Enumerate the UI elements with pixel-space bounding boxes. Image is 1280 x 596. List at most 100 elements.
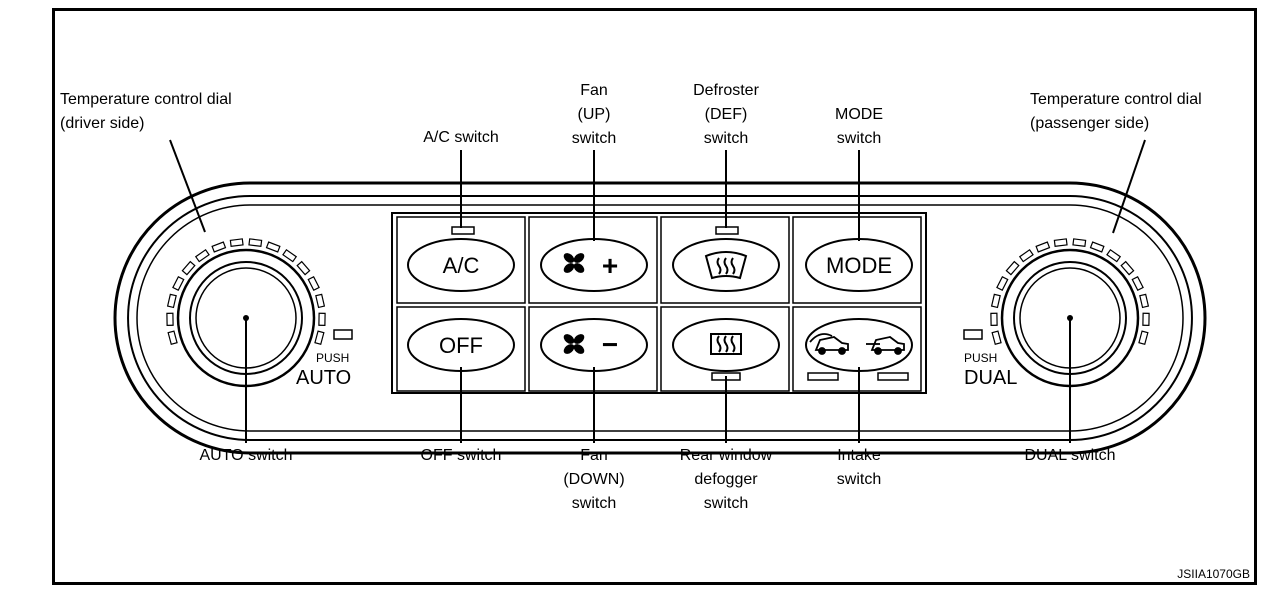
mode-button-label: MODE (826, 253, 892, 278)
fan-icon (563, 334, 585, 354)
scale-segment (991, 330, 1002, 346)
scale-segment (194, 248, 210, 263)
figure-frame (52, 8, 1257, 585)
scale-segment (990, 293, 1001, 309)
mode-button[interactable]: MODE (805, 238, 913, 292)
recirc-indicator (807, 372, 839, 381)
scale-segment (318, 312, 326, 326)
scale-segment (248, 238, 263, 247)
scale-segment (167, 330, 178, 346)
scale-segment (296, 260, 311, 276)
label-line: (driver side) (60, 115, 145, 132)
label-ac-switch: A/C switch (404, 126, 518, 150)
scale-segment (1089, 241, 1105, 253)
label-intake: Intake switch (809, 444, 909, 492)
scale-segment (265, 241, 281, 253)
scale-segment (315, 293, 326, 309)
label-line: Rear window (679, 447, 773, 464)
label-line: DUAL switch (1024, 447, 1116, 464)
figure-code: JSIIA1070GB (1177, 567, 1250, 581)
leader-lines (169, 139, 1146, 443)
scale-segment (1138, 330, 1149, 346)
scale-segment (314, 330, 325, 346)
temp-scale-passenger (990, 238, 1150, 346)
dual-indicator (963, 329, 983, 340)
scale-segment (996, 275, 1009, 292)
label-line: Fan (580, 82, 608, 99)
label-off-switch: OFF switch (394, 444, 528, 468)
intake-button[interactable] (805, 318, 913, 372)
label-fan-down: Fan(DOWN)switch (544, 444, 644, 516)
auto-text: AUTO (296, 367, 351, 389)
scale-segment (181, 260, 196, 276)
label-auto-switch: AUTO switch (176, 444, 316, 468)
label-line: Temperature control dial (1030, 91, 1202, 108)
fan-icon (563, 253, 585, 273)
scale-segment (1131, 275, 1144, 292)
off-button[interactable]: OFF (407, 318, 515, 372)
label-line: A/C switch (423, 129, 499, 146)
scale-segment (1120, 260, 1135, 276)
label-line: (DEF) (704, 106, 748, 123)
label-line: switch (571, 495, 617, 512)
label-line: switch (703, 495, 749, 512)
scale-segment (1139, 293, 1150, 309)
fresh-indicator (877, 372, 909, 381)
push-text-right: PUSH (964, 351, 997, 365)
scale-segment (307, 275, 320, 292)
label-line: MODE (835, 106, 883, 123)
ac-button-label: A/C (443, 253, 480, 278)
scale-segment (166, 293, 177, 309)
rear-defogger-button[interactable] (672, 318, 780, 372)
scale-segment (1018, 248, 1034, 263)
label-dual-switch: DUAL switch (1000, 444, 1140, 468)
label-line: AUTO switch (199, 447, 293, 464)
fan-up-sign: + (602, 250, 618, 281)
scale-segment (1053, 238, 1068, 247)
label-line: switch (703, 130, 749, 147)
label-temp-passenger: Temperature control dial (passenger side) (1030, 88, 1202, 136)
scale-segment (1005, 260, 1020, 276)
label-defroster: Defroster (DEF) switch (666, 79, 786, 151)
scale-segment (990, 312, 998, 326)
fresh-air-icon (866, 336, 905, 355)
label-line: switch (836, 130, 882, 147)
label-line: OFF switch (420, 447, 502, 464)
off-button-label: OFF (439, 333, 483, 358)
fan-down-button[interactable]: − (540, 318, 648, 372)
fan-down-sign: − (602, 329, 618, 360)
scale-segment (1106, 248, 1122, 263)
label-line: Fan (580, 447, 608, 464)
fan-up-button[interactable]: + (540, 238, 648, 292)
push-text-left: PUSH (316, 351, 349, 365)
scale-segment (229, 238, 244, 247)
label-line: Defroster (693, 82, 759, 99)
auto-indicator (333, 329, 353, 340)
scale-segment (1072, 238, 1087, 247)
recirculation-icon (809, 333, 849, 355)
scale-segment (166, 312, 174, 326)
label-mode: MODE switch (809, 103, 909, 151)
label-line: switch (571, 130, 617, 147)
scale-segment (211, 241, 227, 253)
ac-indicator (451, 226, 475, 235)
label-temp-driver: Temperature control dial (driver side) (60, 88, 232, 136)
label-line: (passenger side) (1030, 115, 1150, 132)
label-line: Intake (837, 447, 881, 464)
label-line: switch (836, 471, 882, 488)
dual-text: DUAL (964, 367, 1017, 389)
scale-segment (1142, 312, 1150, 326)
defroster-button[interactable] (672, 238, 780, 292)
temp-scale-driver (166, 238, 326, 346)
scale-segment (282, 248, 298, 263)
rear-defogger-icon (710, 333, 742, 355)
def-indicator (715, 226, 739, 235)
label-line: (UP) (577, 106, 611, 123)
ac-button[interactable]: A/C (407, 238, 515, 292)
scale-segment (172, 275, 185, 292)
windshield-defroster-icon (704, 251, 748, 280)
label-fan-up: Fan (UP) switch (544, 79, 644, 151)
label-line: Temperature control dial (60, 91, 232, 108)
